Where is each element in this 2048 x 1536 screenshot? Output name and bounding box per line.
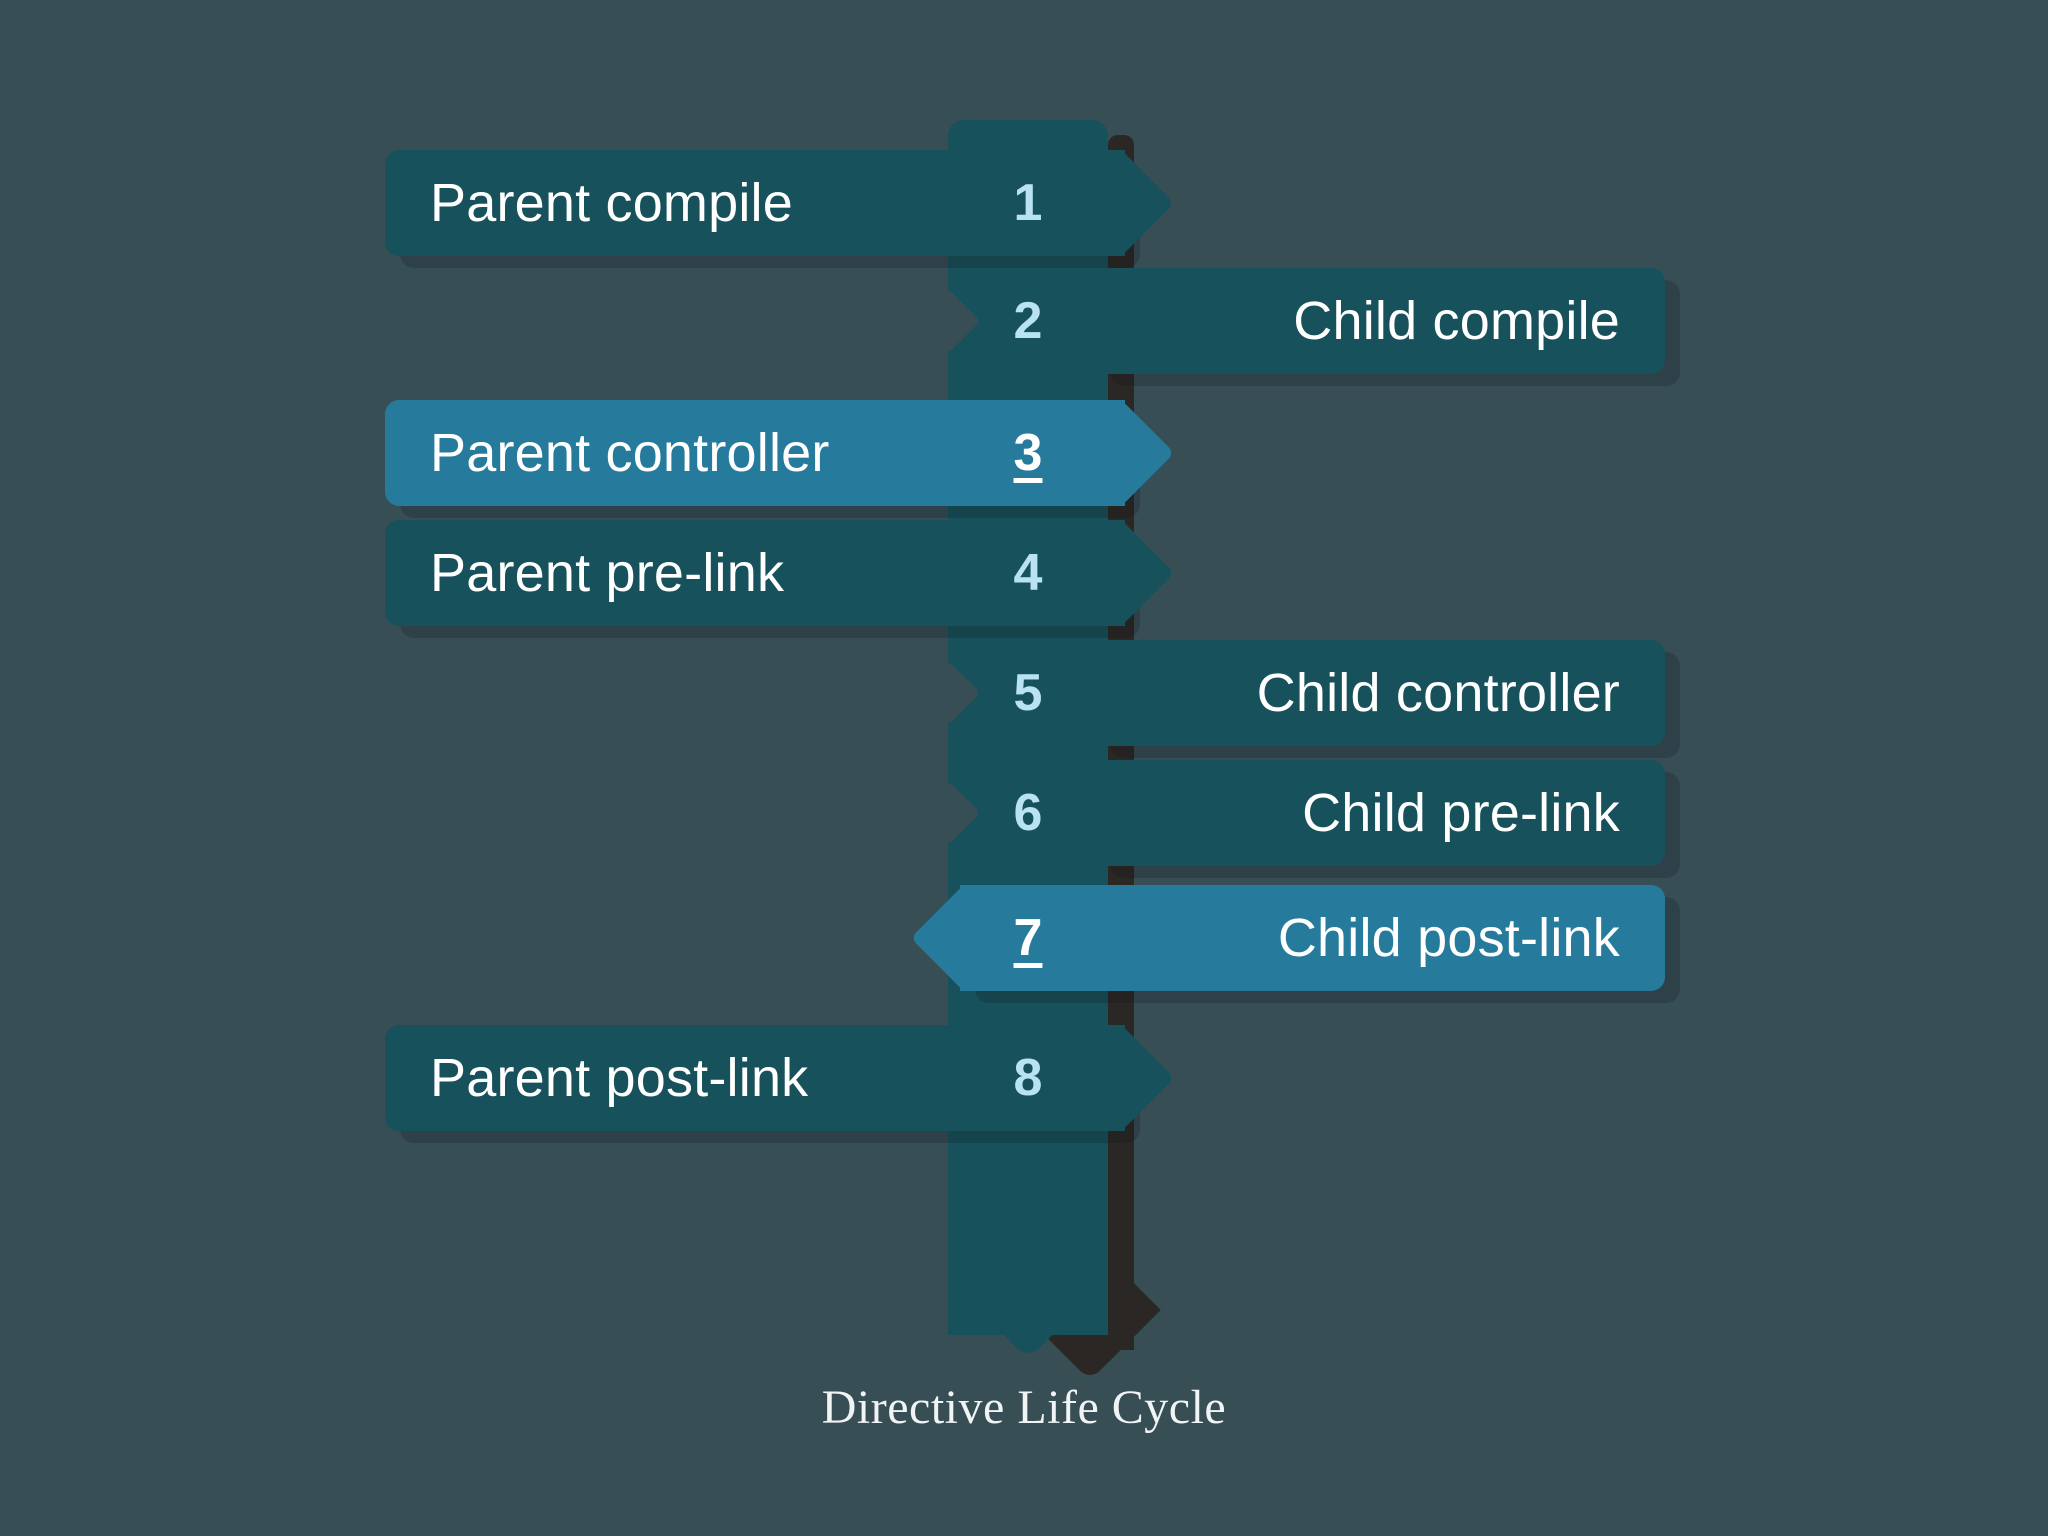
step-1-label: Parent compile <box>430 173 793 233</box>
step-8-label: Parent post-link <box>430 1048 809 1108</box>
step-7-bar[interactable]: Child post-link <box>910 885 1665 991</box>
diagram-caption: Directive Life Cycle <box>821 1381 1227 1434</box>
step-3-bar[interactable]: Parent controller <box>385 400 1175 506</box>
step-3-number: 3 <box>1013 424 1043 482</box>
step-4-label: Parent pre-link <box>430 543 785 603</box>
step-6-number: 6 <box>1013 784 1043 842</box>
step-1-number: 1 <box>1013 174 1043 232</box>
step-2-number: 2 <box>1013 292 1043 350</box>
step-4-bar[interactable]: Parent pre-link <box>385 520 1175 626</box>
step-5-label: Child controller <box>1256 663 1620 723</box>
step-2-bar[interactable]: Child compile <box>1095 268 1665 374</box>
step-8-bar[interactable]: Parent post-link <box>385 1025 1175 1131</box>
step-8-number: 8 <box>1013 1049 1043 1107</box>
step-1-bar[interactable]: Parent compile <box>385 150 1175 256</box>
step-7-number: 7 <box>1013 909 1043 967</box>
step-2-label: Child compile <box>1293 291 1620 351</box>
step-6-label: Child pre-link <box>1302 783 1620 843</box>
step-3-label: Parent controller <box>430 423 830 483</box>
step-6-bar[interactable]: Child pre-link <box>1095 760 1665 866</box>
step-5-number: 5 <box>1013 664 1043 722</box>
step-5-bar[interactable]: Child controller <box>1095 640 1665 746</box>
step-4-number: 4 <box>1013 544 1043 602</box>
step-7-label: Child post-link <box>1277 908 1620 968</box>
